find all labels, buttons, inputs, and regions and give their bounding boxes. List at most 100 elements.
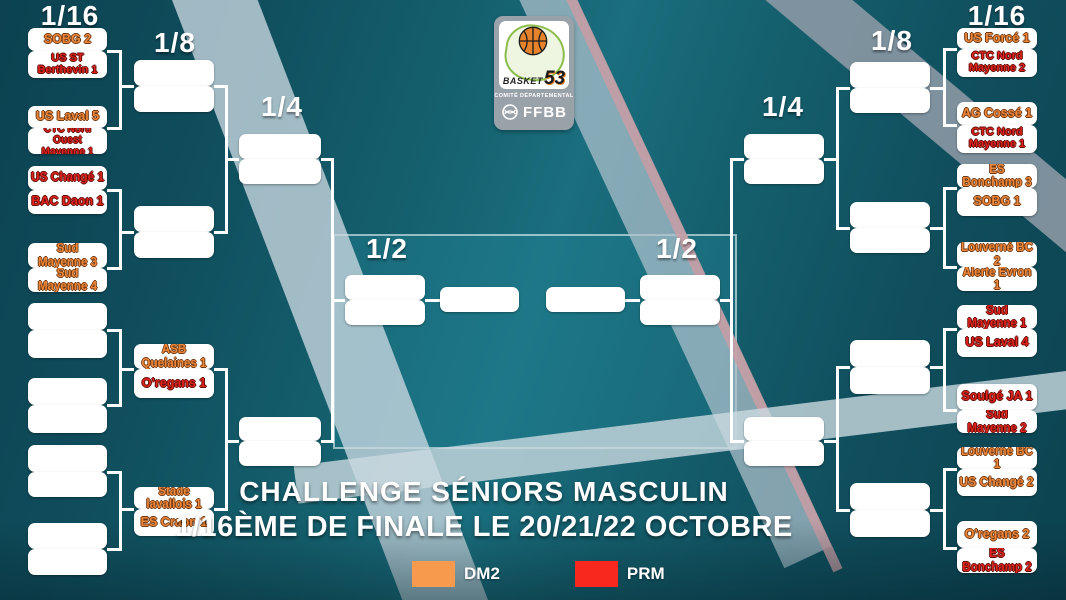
- bracket-connector: [120, 231, 134, 234]
- bracket-connector: [943, 328, 946, 412]
- bracket-connector: [107, 267, 121, 270]
- bracket-connector: [321, 440, 333, 443]
- poster-title: CHALLENGE SÉNIORS MASCULIN 1/16ÈME DE FI…: [175, 476, 793, 544]
- round-label-right-1-2: 1/2: [656, 233, 698, 264]
- empty-slot: [850, 367, 930, 394]
- team-slot: Sud Mayenne 2: [957, 410, 1037, 433]
- logo-number: 53: [543, 68, 566, 89]
- team-name: ES Bonchamp 3: [962, 164, 1032, 188]
- team-slot: ASB Quelaines 1: [134, 344, 214, 369]
- logo-subtitle: COMITÉ DÉPARTEMENTAL: [494, 93, 574, 99]
- logo-name: BASKET: [502, 76, 543, 86]
- empty-slot: [134, 86, 214, 112]
- basketball-icon: [518, 26, 548, 56]
- team-slot: Soulgé JA 1: [957, 384, 1037, 410]
- empty-slot: [28, 405, 107, 433]
- empty-slot: [640, 300, 720, 325]
- team-slot: Sud Mayenne 3: [28, 243, 107, 268]
- empty-slot: [28, 523, 107, 549]
- bracket-connector: [836, 227, 850, 230]
- title-line-1: CHALLENGE SÉNIORS MASCULIN: [239, 476, 729, 507]
- bracket-connector: [930, 87, 945, 90]
- bracket-connector: [720, 299, 732, 302]
- team-slot: O’regans 2: [957, 521, 1037, 548]
- bracket-connector: [120, 85, 134, 88]
- legend-swatch-dm2: [412, 561, 455, 587]
- empty-slot: [850, 88, 930, 113]
- round-label-right-1-8: 1/8: [871, 25, 913, 56]
- empty-slot: [850, 228, 930, 253]
- bracket-connector: [731, 158, 744, 161]
- team-name: Sud Mayenne 1: [967, 305, 1027, 329]
- round-label-right-1-16: 1/16: [967, 0, 1027, 31]
- empty-slot: [345, 275, 425, 300]
- bracket-connector: [214, 368, 227, 371]
- bracket-connector: [321, 158, 333, 161]
- bracket-connector: [214, 508, 227, 511]
- ffbb-row: FFBB: [494, 103, 574, 121]
- ffbb-ball-icon: [502, 104, 518, 120]
- team-slot: Louverné BC 1: [957, 447, 1037, 469]
- empty-slot: [744, 134, 824, 159]
- empty-slot: [850, 510, 930, 537]
- empty-slot: [134, 60, 214, 86]
- bracket-connector: [944, 266, 957, 269]
- team-slot: US Laval 4: [957, 329, 1037, 357]
- team-name: Alerte Evron 1: [962, 267, 1032, 291]
- bracket-connector: [944, 48, 957, 51]
- ffbb-label: FFBB: [523, 103, 567, 121]
- team-name: Stade lavallois 1: [146, 487, 202, 509]
- bracket-connector: [226, 440, 239, 443]
- empty-slot: [744, 159, 824, 184]
- team-name: US Changé 2: [959, 474, 1035, 489]
- bracket-connector: [120, 508, 134, 511]
- bracket-connector: [107, 471, 121, 474]
- empty-slot: [28, 472, 107, 497]
- bracket-connector: [332, 299, 345, 302]
- bracket-connector: [119, 50, 122, 130]
- title-line-2: 1/16ÈME DE FINALE LE 20/21/22 OCTOBRE: [175, 511, 793, 543]
- team-name: US Changé 1: [30, 170, 105, 185]
- bracket-connector: [731, 440, 744, 443]
- bracket-connector: [944, 409, 957, 412]
- bracket-connector: [944, 468, 957, 471]
- logo-panel: BASKET53: [499, 21, 569, 89]
- team-name: Sud Mayenne 2: [967, 410, 1027, 433]
- bracket-connector: [214, 231, 227, 234]
- bracket-connector: [944, 124, 957, 127]
- bracket-connector: [120, 368, 134, 371]
- team-name: O’regans 1: [141, 375, 207, 390]
- bracket-connector: [226, 158, 239, 161]
- round-label-left-1-16: 1/16: [40, 0, 100, 31]
- bracket-connector: [836, 366, 850, 369]
- round-label-left-1-8: 1/8: [154, 27, 196, 58]
- bracket-connector: [930, 366, 945, 369]
- legend-label-prm: PRM: [626, 564, 665, 583]
- empty-slot: [744, 441, 824, 466]
- bracket-connector: [944, 547, 957, 550]
- round-label-left-1-2: 1/2: [366, 233, 408, 264]
- empty-slot: [134, 206, 214, 232]
- empty-slot: [134, 232, 214, 258]
- team-slot: US Changé 2: [957, 469, 1037, 496]
- team-slot: Sud Mayenne 4: [28, 268, 107, 292]
- empty-slot: [546, 287, 625, 312]
- bracket-connector: [214, 85, 227, 88]
- bracket-connector: [930, 227, 945, 230]
- division-legend: DM2 PRM: [412, 561, 665, 587]
- team-name: Louverné BC 2: [961, 242, 1033, 267]
- empty-slot: [239, 417, 321, 441]
- team-slot: BAC Daon 1: [28, 190, 107, 214]
- bracket-connector: [930, 509, 945, 512]
- bracket-connector: [107, 127, 121, 130]
- team-name: US Laval 5: [35, 109, 100, 124]
- team-slot: AG Cossé 1: [957, 102, 1037, 125]
- team-name: Louverné BC 1: [961, 447, 1033, 469]
- team-name: O’regans 2: [964, 526, 1030, 541]
- team-name: ES Bonchamp 2: [962, 548, 1032, 573]
- team-name: CTC Nord Mayenne 2: [968, 50, 1026, 74]
- team-name: BAC Daon 1: [31, 194, 104, 209]
- bracket-connector: [944, 328, 957, 331]
- team-name: CTC Nord Mayenne 1: [968, 126, 1026, 150]
